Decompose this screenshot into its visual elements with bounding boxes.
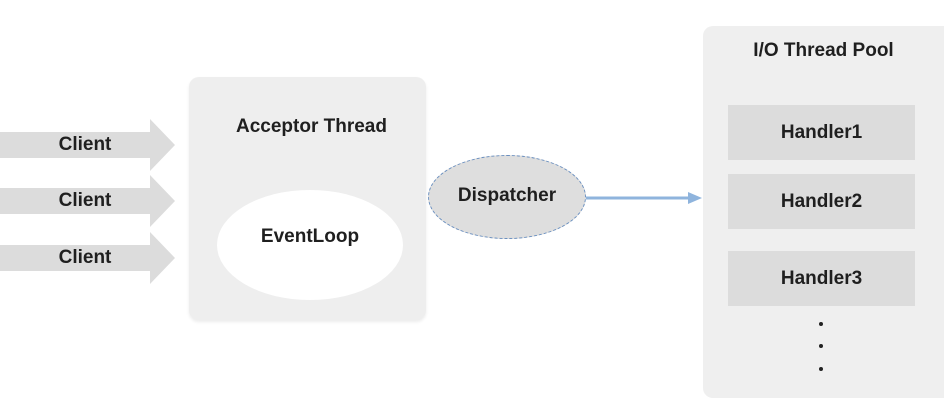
handler-box: Handler1: [728, 105, 915, 160]
handler-box: Handler3: [728, 251, 915, 306]
ellipsis-dot: [819, 322, 823, 326]
arrow-right-icon: [0, 175, 175, 227]
client-label: Client: [58, 190, 112, 211]
arrow-right-icon: [0, 232, 175, 284]
event-loop-ellipse: [217, 190, 403, 300]
client-label: Client: [58, 134, 112, 155]
event-loop-label: EventLoop: [260, 226, 360, 247]
client-arrow-1: Client: [0, 119, 175, 171]
client-arrow-2: Client: [0, 175, 175, 227]
io-thread-pool-title: I/O Thread Pool: [753, 40, 894, 61]
dispatcher-ellipse: [428, 155, 586, 239]
client-label: Client: [58, 247, 112, 268]
acceptor-thread-title: Acceptor Thread: [236, 116, 387, 137]
ellipsis-dot: [819, 344, 823, 348]
arrow-right-icon: [0, 119, 175, 171]
handler-box: Handler2: [728, 174, 915, 229]
dispatch-connector-arrow: [586, 192, 702, 204]
dispatcher-label: Dispatcher: [457, 185, 557, 206]
client-arrow-3: Client: [0, 232, 175, 284]
ellipsis-dot: [819, 367, 823, 371]
